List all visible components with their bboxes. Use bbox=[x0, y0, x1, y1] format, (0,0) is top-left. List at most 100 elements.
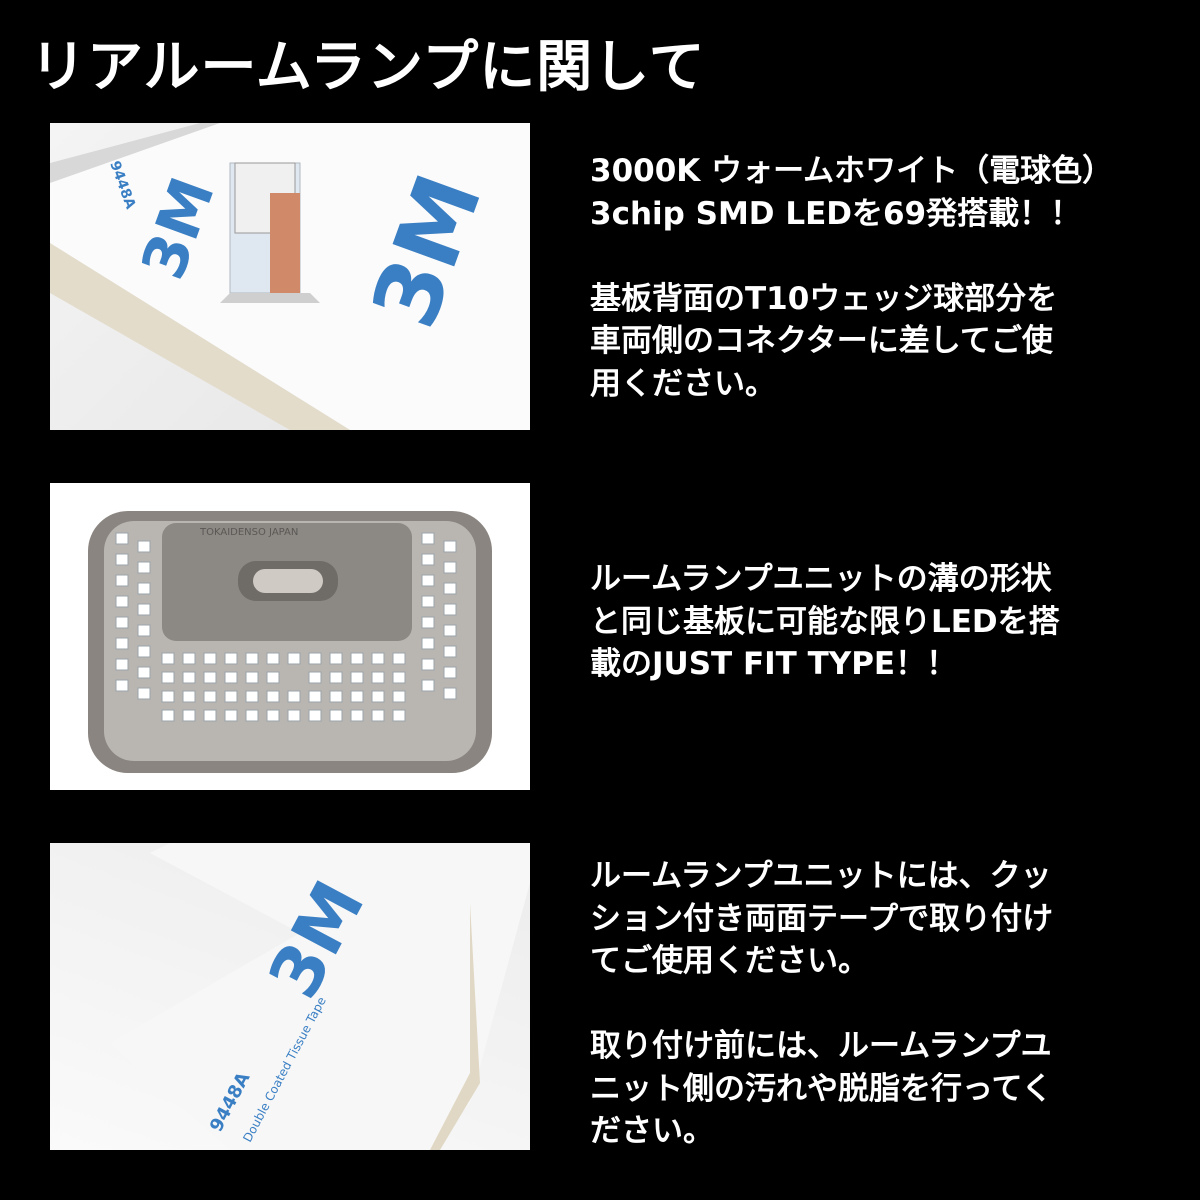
led-chip bbox=[421, 553, 435, 566]
led-chip bbox=[392, 690, 406, 703]
led-chip bbox=[329, 709, 343, 722]
led-chip bbox=[224, 709, 238, 722]
led-chip bbox=[182, 690, 196, 703]
led-chip bbox=[371, 671, 385, 684]
led-chip bbox=[329, 690, 343, 703]
led-chip bbox=[224, 690, 238, 703]
description-line: ルームランプユニットの溝の形状 bbox=[590, 561, 1052, 597]
led-chip bbox=[443, 624, 457, 637]
led-chip bbox=[115, 679, 129, 692]
led-chip bbox=[443, 645, 457, 658]
led-chip bbox=[371, 690, 385, 703]
led-chip bbox=[115, 595, 129, 608]
description-line: ルームランプユニットには、クッ bbox=[590, 858, 1052, 894]
description-line: ださい。 bbox=[590, 1113, 714, 1149]
description-line: てご使用ください。 bbox=[590, 943, 869, 979]
led-chip bbox=[392, 709, 406, 722]
led-chip bbox=[287, 690, 301, 703]
led-chip bbox=[443, 561, 457, 574]
led-chip bbox=[115, 616, 129, 629]
led-chip bbox=[245, 671, 259, 684]
led-chip bbox=[350, 671, 364, 684]
led-chip bbox=[203, 652, 217, 665]
led-chip bbox=[371, 709, 385, 722]
led-chip bbox=[421, 658, 435, 671]
led-chip bbox=[350, 652, 364, 665]
description-section-3: ルームランプユニットには、クッション付き両面テープで取り付けてご使用ください。取… bbox=[590, 855, 1170, 1195]
led-chip bbox=[421, 574, 435, 587]
photo-t10-wedge-back: 3M 3M 9448A bbox=[50, 123, 530, 430]
led-chip bbox=[443, 603, 457, 616]
led-chip bbox=[137, 624, 151, 637]
led-chip bbox=[245, 652, 259, 665]
led-chip bbox=[329, 671, 343, 684]
led-chip bbox=[115, 553, 129, 566]
led-chip bbox=[224, 671, 238, 684]
description-section-2: ルームランプユニットの溝の形状と同じ基板に可能な限りLEDを搭載のJUST FI… bbox=[590, 558, 1170, 728]
description-line: 取り付け前には、ルームランプユ bbox=[590, 1028, 1052, 1064]
led-chip bbox=[443, 582, 457, 595]
led-chip bbox=[161, 652, 175, 665]
led-chip bbox=[443, 687, 457, 700]
led-chip bbox=[421, 532, 435, 545]
description-paragraph: 基板背面のT10ウェッジ球部分を車両側のコネクターに差してご使用ください。 bbox=[590, 278, 1170, 406]
led-chip bbox=[203, 690, 217, 703]
led-chip bbox=[115, 637, 129, 650]
led-chip bbox=[308, 690, 322, 703]
led-chip bbox=[392, 652, 406, 665]
led-chip bbox=[224, 652, 238, 665]
led-chip bbox=[266, 652, 280, 665]
led-chip bbox=[245, 709, 259, 722]
description-line: 基板背面のT10ウェッジ球部分を bbox=[590, 280, 1058, 317]
led-chip bbox=[308, 652, 322, 665]
led-chip bbox=[203, 671, 217, 684]
led-chip bbox=[308, 671, 322, 684]
led-chip bbox=[308, 709, 322, 722]
led-chip bbox=[115, 574, 129, 587]
description-line: ション付き両面テープで取り付け bbox=[590, 900, 1054, 937]
led-chip bbox=[161, 690, 175, 703]
description-line: 載のJUST FIT TYPE！！ bbox=[590, 646, 958, 682]
led-chip bbox=[203, 709, 217, 722]
led-chip bbox=[287, 709, 301, 722]
description-line: 用ください。 bbox=[590, 365, 776, 402]
description-paragraph: ルームランプユニットには、クッション付き両面テープで取り付けてご使用ください。 bbox=[590, 855, 1170, 983]
led-chip bbox=[137, 582, 151, 595]
led-chip bbox=[137, 540, 151, 553]
description-paragraph: ルームランプユニットの溝の形状と同じ基板に可能な限りLEDを搭載のJUST FI… bbox=[590, 558, 1170, 686]
led-chip bbox=[115, 532, 129, 545]
description-line: 3chip SMD LEDを69発搭載！！ bbox=[590, 195, 1082, 232]
led-chip bbox=[161, 709, 175, 722]
description-section-1: 3000K ウォームホワイト（電球色） 3chip SMD LEDを69発搭載！！… bbox=[590, 150, 1170, 448]
photo-double-sided-tape: 3M 9448A Double Coated Tissue Tape bbox=[50, 843, 530, 1150]
description-paragraph: 取り付け前には、ルームランプユニット側の汚れや脱脂を行ってください。 bbox=[590, 1025, 1170, 1153]
led-chip bbox=[161, 671, 175, 684]
led-chip bbox=[392, 671, 406, 684]
led-chip bbox=[350, 690, 364, 703]
led-chip bbox=[182, 652, 196, 665]
led-chip bbox=[182, 671, 196, 684]
photo-led-lamp-front: TOKAIDENSO JAPAN bbox=[50, 483, 530, 790]
led-chip bbox=[371, 652, 385, 665]
page-title: リアルームランプに関して bbox=[30, 35, 706, 100]
housing-mark: TOKAIDENSO JAPAN bbox=[199, 527, 298, 538]
led-chip bbox=[266, 690, 280, 703]
led-chip bbox=[115, 658, 129, 671]
led-chip bbox=[443, 666, 457, 679]
led-chip bbox=[443, 540, 457, 553]
led-chip bbox=[137, 603, 151, 616]
description-line: と同じ基板に可能な限りLEDを搭 bbox=[590, 603, 1060, 640]
led-chip bbox=[182, 709, 196, 722]
description-paragraph: 3000K ウォームホワイト（電球色） 3chip SMD LEDを69発搭載！！ bbox=[590, 150, 1170, 235]
led-chip bbox=[137, 687, 151, 700]
led-chip bbox=[421, 616, 435, 629]
led-chip bbox=[287, 652, 301, 665]
description-line: 3000K ウォームホワイト（電球色） bbox=[590, 153, 1114, 189]
led-chip bbox=[329, 652, 343, 665]
led-chip bbox=[421, 679, 435, 692]
description-line: ニット側の汚れや脱脂を行ってく bbox=[590, 1070, 1053, 1107]
led-chip bbox=[137, 666, 151, 679]
led-chip bbox=[137, 645, 151, 658]
led-chip bbox=[421, 637, 435, 650]
led-chip bbox=[266, 671, 280, 684]
